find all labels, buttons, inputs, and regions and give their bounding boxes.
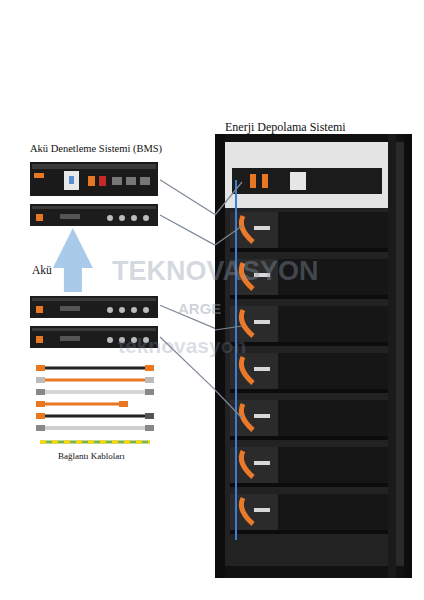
leader-line: [160, 180, 215, 215]
breaker: [64, 171, 79, 190]
rack-module: [230, 353, 388, 393]
rack-top: [215, 134, 412, 142]
plug: [36, 389, 45, 395]
leader-line: [160, 215, 215, 245]
bms-logo: [34, 173, 44, 178]
rack-module: [230, 494, 388, 534]
rack-post: [404, 134, 412, 578]
plug: [119, 401, 128, 407]
rack-post: [388, 134, 396, 578]
leader-line: [160, 337, 215, 390]
leader-line: [215, 326, 242, 330]
node-heading: Enerji Depolama Sistemi: [225, 120, 346, 135]
plug: [145, 389, 154, 395]
cable: [44, 415, 146, 418]
ground-cable-stripe: [40, 441, 150, 444]
cables: [36, 365, 154, 442]
leader-line: [160, 305, 215, 328]
bms-second-unit: [30, 204, 158, 226]
rack-side: [396, 142, 404, 566]
rack-module: [230, 212, 388, 252]
leader-line: [215, 182, 242, 215]
node-heading: Akü: [32, 264, 52, 276]
bms-strip: [32, 164, 156, 169]
cable: [44, 367, 146, 370]
leader-line: [215, 226, 242, 245]
rack-interior: [225, 208, 390, 566]
cable: [44, 379, 146, 382]
flow-arrow: [64, 268, 82, 292]
battery-unit: [30, 296, 158, 318]
terminal: [99, 176, 106, 186]
rack-bms: [232, 168, 382, 194]
watermark: teknovasyon: [118, 334, 246, 358]
battery-unit: [30, 326, 158, 348]
plug: [36, 425, 45, 431]
energy-storage-rack: Enerji Depolama Sistemi: [215, 140, 412, 578]
cable: [44, 403, 120, 406]
rack-breaker: [290, 172, 306, 190]
battery-group: Akü: [28, 292, 160, 352]
leader-lines: [215, 182, 242, 418]
breaker-lever: [69, 176, 74, 184]
plug: [36, 401, 45, 407]
port: [112, 177, 122, 185]
leader-line: [215, 390, 242, 418]
plug: [145, 377, 154, 383]
ground-cable: [40, 441, 150, 444]
watermark: ARGE: [178, 300, 221, 317]
cable: [44, 390, 146, 394]
terminal: [88, 176, 95, 186]
rack-module: [230, 259, 388, 299]
comm-cable: [235, 180, 237, 540]
node-heading: Bağlantı Kabloları: [58, 451, 125, 461]
cable-group: Bağlantı Kabloları: [28, 358, 160, 450]
rack-post: [215, 134, 225, 578]
rack-terminal: [262, 174, 268, 188]
cable: [44, 426, 146, 430]
plug: [145, 413, 154, 419]
bms-group: Akü Denetleme Sistemi (BMS): [28, 160, 160, 228]
rack-module: [230, 400, 388, 440]
plug: [36, 365, 45, 371]
rack-module: [230, 306, 388, 346]
rack-terminal: [250, 174, 256, 188]
port: [126, 177, 136, 185]
node-heading: Akü Denetleme Sistemi (BMS): [30, 143, 162, 154]
rack-bottom: [215, 566, 412, 578]
port: [140, 177, 150, 185]
plug: [145, 425, 154, 431]
rack-module: [230, 447, 388, 487]
watermark: TEKNOVASYON: [112, 256, 319, 287]
plug: [36, 413, 45, 419]
rack-interior: [225, 142, 390, 208]
plug: [145, 365, 154, 371]
plug: [36, 377, 45, 383]
bms-unit: [30, 162, 158, 196]
